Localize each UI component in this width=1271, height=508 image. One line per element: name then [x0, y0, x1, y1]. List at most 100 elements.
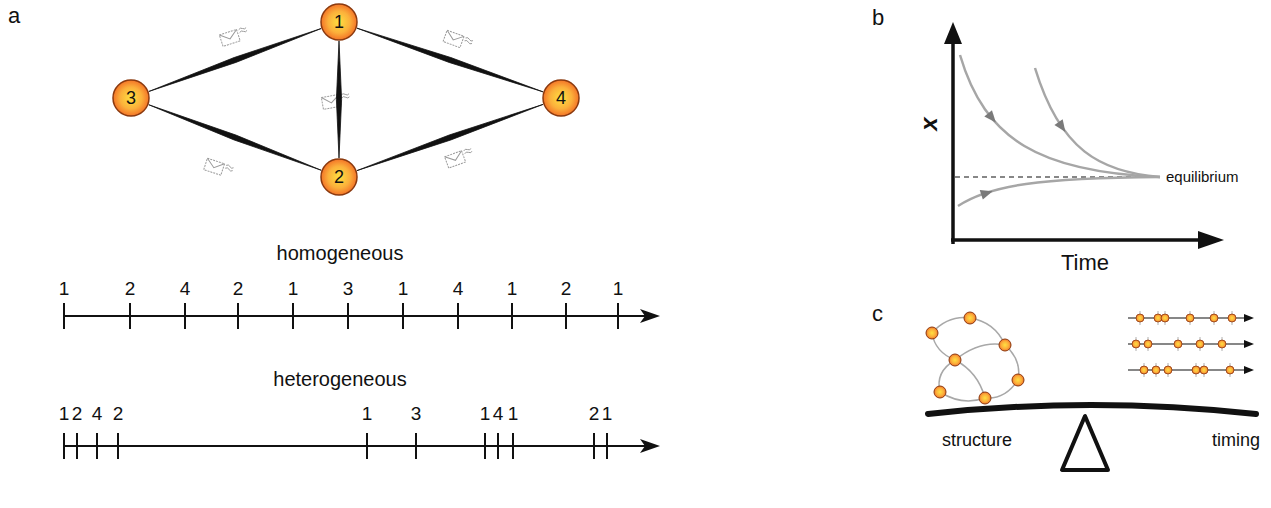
balance-label: structure — [942, 431, 1012, 451]
event-node-number: 2 — [233, 279, 244, 300]
network-link — [149, 29, 321, 92]
network-node: 2 — [320, 158, 358, 196]
mini-network-nodes — [926, 312, 1024, 404]
homogeneous-timeline — [64, 303, 660, 329]
mini-event — [1210, 314, 1218, 322]
axis-arrowhead — [640, 309, 660, 323]
node-disc — [321, 159, 357, 195]
mini-event — [1196, 340, 1204, 348]
seesaw-beam — [928, 405, 1256, 414]
mini-node — [1012, 374, 1024, 386]
network-node: 4 — [542, 79, 580, 117]
event-node-number: 2 — [589, 404, 600, 425]
mini-network-links — [932, 318, 1019, 401]
event-tick — [606, 433, 608, 459]
event-tick — [237, 303, 239, 329]
curve-arrowhead — [980, 186, 995, 199]
event-node-number: 2 — [113, 404, 124, 425]
mini-event — [1140, 366, 1148, 374]
mini-node — [964, 312, 976, 324]
mini-timelines — [1128, 311, 1254, 377]
event-node-number: 2 — [125, 279, 136, 300]
timeline-title: heterogeneous — [273, 368, 406, 390]
event-tick — [96, 433, 98, 459]
event-tick — [512, 433, 514, 459]
event-node-number: 1 — [507, 279, 518, 300]
x-axis — [951, 238, 1200, 242]
mini-link — [940, 392, 985, 401]
event-node-number: 1 — [480, 404, 491, 425]
mini-arrowhead — [1244, 340, 1254, 348]
mini-arrowheads — [1244, 314, 1254, 374]
mini-event — [1164, 366, 1172, 374]
event-node-number: 2 — [72, 404, 83, 425]
balance-illustration — [926, 311, 1256, 470]
axis-arrowhead — [944, 22, 962, 44]
mini-event — [1228, 314, 1236, 322]
event-node-number: 4 — [180, 279, 191, 300]
event-tick — [497, 433, 499, 459]
event-tick — [484, 433, 486, 459]
mini-event — [1186, 314, 1194, 322]
mini-event — [1174, 340, 1182, 348]
event-tick — [511, 303, 513, 329]
trajectory-curve — [1035, 68, 1160, 177]
seesaw-fulcrum — [1062, 416, 1108, 470]
event-node-number: 1 — [602, 404, 613, 425]
mini-event — [1136, 314, 1144, 322]
event-tick — [366, 433, 368, 459]
envelope-icon — [445, 147, 475, 168]
panel-letter: a — [8, 4, 20, 28]
heterogeneous-timeline — [64, 433, 660, 459]
trajectory-curve — [960, 55, 1160, 177]
envelope-icon — [204, 158, 234, 178]
network-link — [149, 105, 321, 171]
event-tick — [63, 433, 65, 459]
axis-arrowhead — [640, 439, 660, 453]
network-node: 1 — [320, 3, 358, 41]
event-node-number: 1 — [59, 279, 70, 300]
mini-link — [970, 318, 1005, 345]
envelope-icon — [443, 30, 473, 51]
event-tick — [593, 433, 595, 459]
event-node-number: 2 — [561, 279, 572, 300]
curve-arrowhead — [1054, 119, 1069, 135]
axis-arrowhead — [1198, 231, 1224, 249]
y-axis — [951, 40, 955, 244]
event-tick — [415, 433, 417, 459]
event-tick — [76, 433, 78, 459]
node-number: 4 — [556, 89, 566, 107]
event-node-number: 4 — [493, 404, 504, 425]
event-tick — [402, 303, 404, 329]
node-number: 2 — [334, 168, 344, 186]
event-tick — [347, 303, 349, 329]
message-icons — [204, 26, 475, 178]
envelope-icon — [219, 26, 249, 46]
network-link — [357, 104, 543, 170]
event-tick — [129, 303, 131, 329]
mini-link — [955, 360, 985, 398]
event-node-number: 1 — [288, 279, 299, 300]
curve-arrowhead — [984, 110, 999, 126]
node-number: 1 — [334, 13, 344, 31]
mini-link — [955, 344, 1005, 360]
event-node-number: 3 — [343, 279, 354, 300]
mini-arrowhead — [1244, 366, 1254, 374]
axis-label: Time — [1061, 251, 1109, 275]
timeline-title: homogeneous — [277, 242, 404, 264]
balance-label: timing — [1212, 431, 1260, 451]
network-link — [357, 28, 543, 92]
panel-letter: b — [872, 6, 884, 30]
mini-event — [1218, 340, 1226, 348]
node-number: 3 — [126, 89, 136, 107]
event-node-number: 1 — [613, 279, 624, 300]
event-tick — [63, 303, 65, 329]
event-tick — [565, 303, 567, 329]
event-tick — [117, 433, 119, 459]
mini-event — [1152, 366, 1160, 374]
curve-label: equilibrium — [1166, 169, 1239, 186]
mini-event — [1226, 366, 1234, 374]
mini-event — [1192, 366, 1200, 374]
event-node-number: 1 — [362, 404, 373, 425]
